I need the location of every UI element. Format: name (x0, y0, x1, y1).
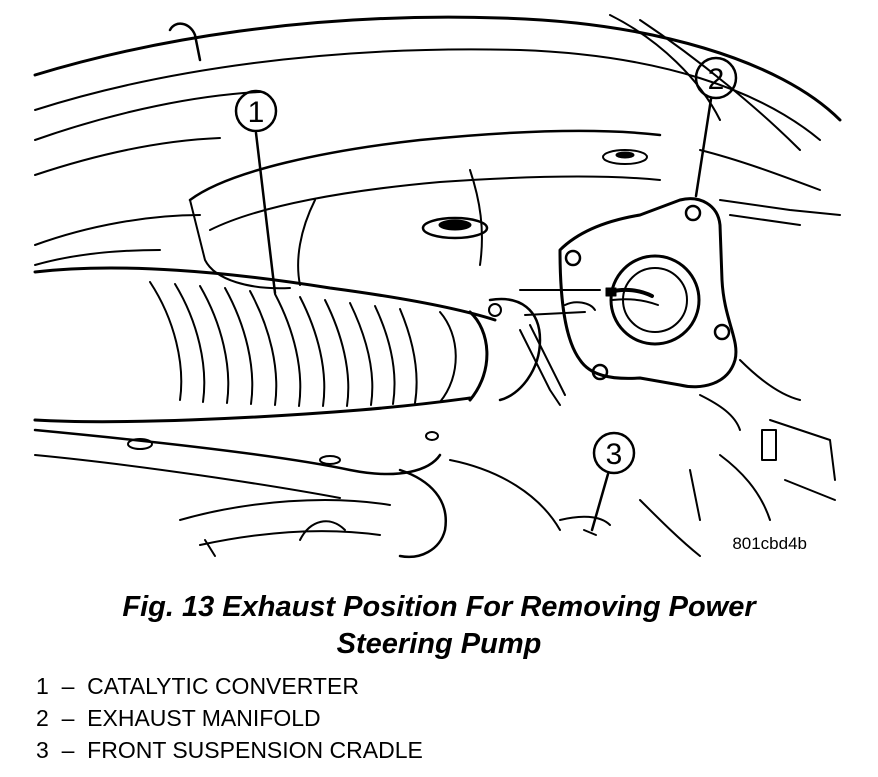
callout-label-1: 1 (248, 96, 265, 129)
callout-label-2: 2 (708, 63, 725, 96)
legend-number: 2 (36, 705, 49, 731)
legend-separator: – (61, 673, 75, 699)
callout-circle-2 (694, 56, 738, 100)
legend-item: 2 – EXHAUST MANIFOLD (36, 704, 321, 732)
callout-label-3: 3 (606, 438, 623, 471)
callout-circle-1 (234, 89, 278, 133)
callout-circle-3 (592, 431, 636, 475)
legend-separator: – (61, 737, 75, 763)
exhaust-line-drawing: 1 2 3 801cbd4b (33, 14, 842, 559)
legend-label: CATALYTIC CONVERTER (87, 673, 359, 699)
figure-caption-line-2: Steering Pump (336, 628, 542, 660)
figure-code: 801cbd4b (732, 534, 807, 553)
legend-number: 1 (36, 673, 49, 699)
legend-label: EXHAUST MANIFOLD (87, 705, 321, 731)
legend-item: 1 – CATALYTIC CONVERTER (36, 672, 359, 700)
figure-caption-line-1: Fig. 13 Exhaust Position For Removing Po… (122, 591, 756, 623)
exhaust-illustration: 1 2 3 801cbd4b (33, 14, 842, 559)
legend-number: 3 (36, 737, 49, 763)
legend-label: FRONT SUSPENSION CRADLE (87, 737, 423, 763)
legend-item: 3 – FRONT SUSPENSION CRADLE (36, 736, 423, 764)
legend-separator: – (61, 705, 75, 731)
